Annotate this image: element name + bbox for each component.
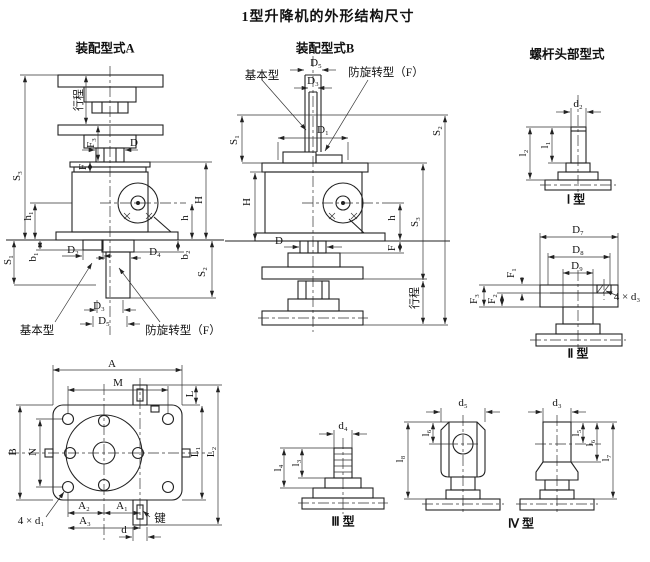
dim-label-tv-L: L xyxy=(184,390,196,398)
dim-label-a-d4: D₄ xyxy=(149,246,161,258)
caption-type-4: Ⅳ 型 xyxy=(507,516,535,531)
dim-label-tv-B: B xyxy=(7,448,19,456)
dim-label-tv-M: M xyxy=(113,377,123,389)
dim-label-t4-l5: l₅ xyxy=(570,429,582,437)
dim-label-a-d3: D₃ xyxy=(93,300,105,312)
dim-label-tv-bolt-holes: 4 × d₁ xyxy=(17,515,45,527)
dim-label-b-H: H xyxy=(241,198,253,206)
section-heading-assembly-a: 装配型式A xyxy=(75,41,135,56)
dim-label-b-f: F xyxy=(386,244,398,252)
dim-label-tv-A1: A₁ xyxy=(116,500,128,512)
dim-label-t3-l4: l₄ xyxy=(272,464,284,472)
caption-type-3: Ⅲ 型 xyxy=(331,514,355,529)
dim-label-t4-l6-right: l₆ xyxy=(584,439,596,447)
dim-label-b-d5: D₅ xyxy=(310,57,322,69)
dim-label-tv-A: A xyxy=(108,358,116,370)
dim-label-tv-d: d xyxy=(121,524,127,536)
assembly-b-drawing xyxy=(225,56,450,332)
caption-type-2: Ⅱ 型 xyxy=(567,346,589,361)
page-title: 1型升降机的外形结构尺寸 xyxy=(241,10,415,25)
dim-label-a-b2: b₂ xyxy=(179,250,191,260)
dim-label-t2-f3: F₃ xyxy=(468,294,480,304)
dim-label-a-f: F xyxy=(77,163,89,171)
assembly-a-drawing xyxy=(6,66,224,335)
worm-gear-circle-b xyxy=(322,182,364,224)
dim-label-a-d2: D₂ xyxy=(67,244,79,256)
dim-label-t2-f2: F₂ xyxy=(486,294,498,304)
screw-head-type3-drawing xyxy=(280,430,388,514)
dim-label-tv-L1: L₁ xyxy=(189,446,201,458)
section-heading-screw-heads: 螺杆头部型式 xyxy=(529,47,605,62)
label-a-antirotation-type: 防旋转型（F） xyxy=(145,325,221,337)
label-tv-key: 键 xyxy=(154,513,166,525)
dim-label-t1-l2: l₂ xyxy=(517,149,529,157)
dim-label-t2-f1: F₁ xyxy=(505,268,517,278)
dim-label-b-d: D xyxy=(275,235,283,247)
dim-label-t4-l8: l₈ xyxy=(394,455,406,463)
dim-label-tv-L2: L₂ xyxy=(205,446,217,458)
dim-label-a-d5: D₅ xyxy=(98,315,110,327)
dim-label-a-b1: b₁ xyxy=(27,252,39,262)
dim-label-t2-d8: D₈ xyxy=(572,244,584,256)
dim-label-tv-N: N xyxy=(27,448,39,456)
screw-head-type4-drawing xyxy=(404,408,617,512)
dim-label-t1-d2: d₂ xyxy=(573,98,583,110)
dim-label-tv-A3: A₃ xyxy=(79,515,91,527)
dim-label-t2-d9: D₉ xyxy=(571,260,583,272)
dim-label-t2-d7: D₇ xyxy=(572,224,584,236)
dim-label-tv-A2: A₂ xyxy=(78,500,90,512)
dim-label-b-s1: S₁ xyxy=(228,135,240,145)
dim-label-t1-l1: l₁ xyxy=(539,141,551,149)
top-view-drawing xyxy=(8,365,222,541)
dim-label-t4-l7: l₇ xyxy=(600,454,612,462)
label-b-basic-type: 基本型 xyxy=(244,70,280,82)
screw-head-type2-drawing xyxy=(479,233,626,356)
dim-label-b-s2: S₂ xyxy=(431,126,443,136)
caption-type-1: Ⅰ 型 xyxy=(566,192,586,207)
section-heading-assembly-b: 装配型式B xyxy=(295,41,355,56)
dim-label-b-d1: D₁ xyxy=(317,124,329,136)
dim-label-t3-d4: d₄ xyxy=(338,420,348,432)
dim-label-t4-l6-left: l₆ xyxy=(420,429,432,437)
dim-label-a-stroke: 行程 xyxy=(73,89,85,111)
worm-gear-circle-a xyxy=(117,182,159,224)
label-a-basic-type: 基本型 xyxy=(19,325,55,337)
screw-head-type1-drawing xyxy=(526,95,616,195)
label-b-antirotation-type: 防旋转型（F） xyxy=(348,67,424,79)
dim-label-b-h: h xyxy=(386,215,398,221)
dim-label-b-stroke: 行程 xyxy=(409,287,421,309)
dim-label-t2-bolt-holes: 4 × d₃ xyxy=(613,291,641,303)
dim-label-b-d3: D₃ xyxy=(307,75,319,87)
dim-label-a-d: D xyxy=(130,137,138,149)
dim-label-a-s3: S₃ xyxy=(11,171,23,181)
dim-label-a-s2: S₂ xyxy=(196,267,208,277)
dim-label-a-H: H xyxy=(193,196,205,204)
dim-label-t4-d3: d₃ xyxy=(552,397,562,409)
dim-label-a-h: h xyxy=(179,215,191,221)
dim-label-a-f3: F₃ xyxy=(85,138,97,148)
dim-label-t4-d5: d₅ xyxy=(458,397,468,409)
dim-label-b-s3: S₃ xyxy=(409,217,421,227)
dim-label-t3-l3: l₃ xyxy=(290,459,302,467)
dim-label-a-h1: h₁ xyxy=(22,211,34,221)
dim-label-a-s1: S₁ xyxy=(2,255,14,265)
